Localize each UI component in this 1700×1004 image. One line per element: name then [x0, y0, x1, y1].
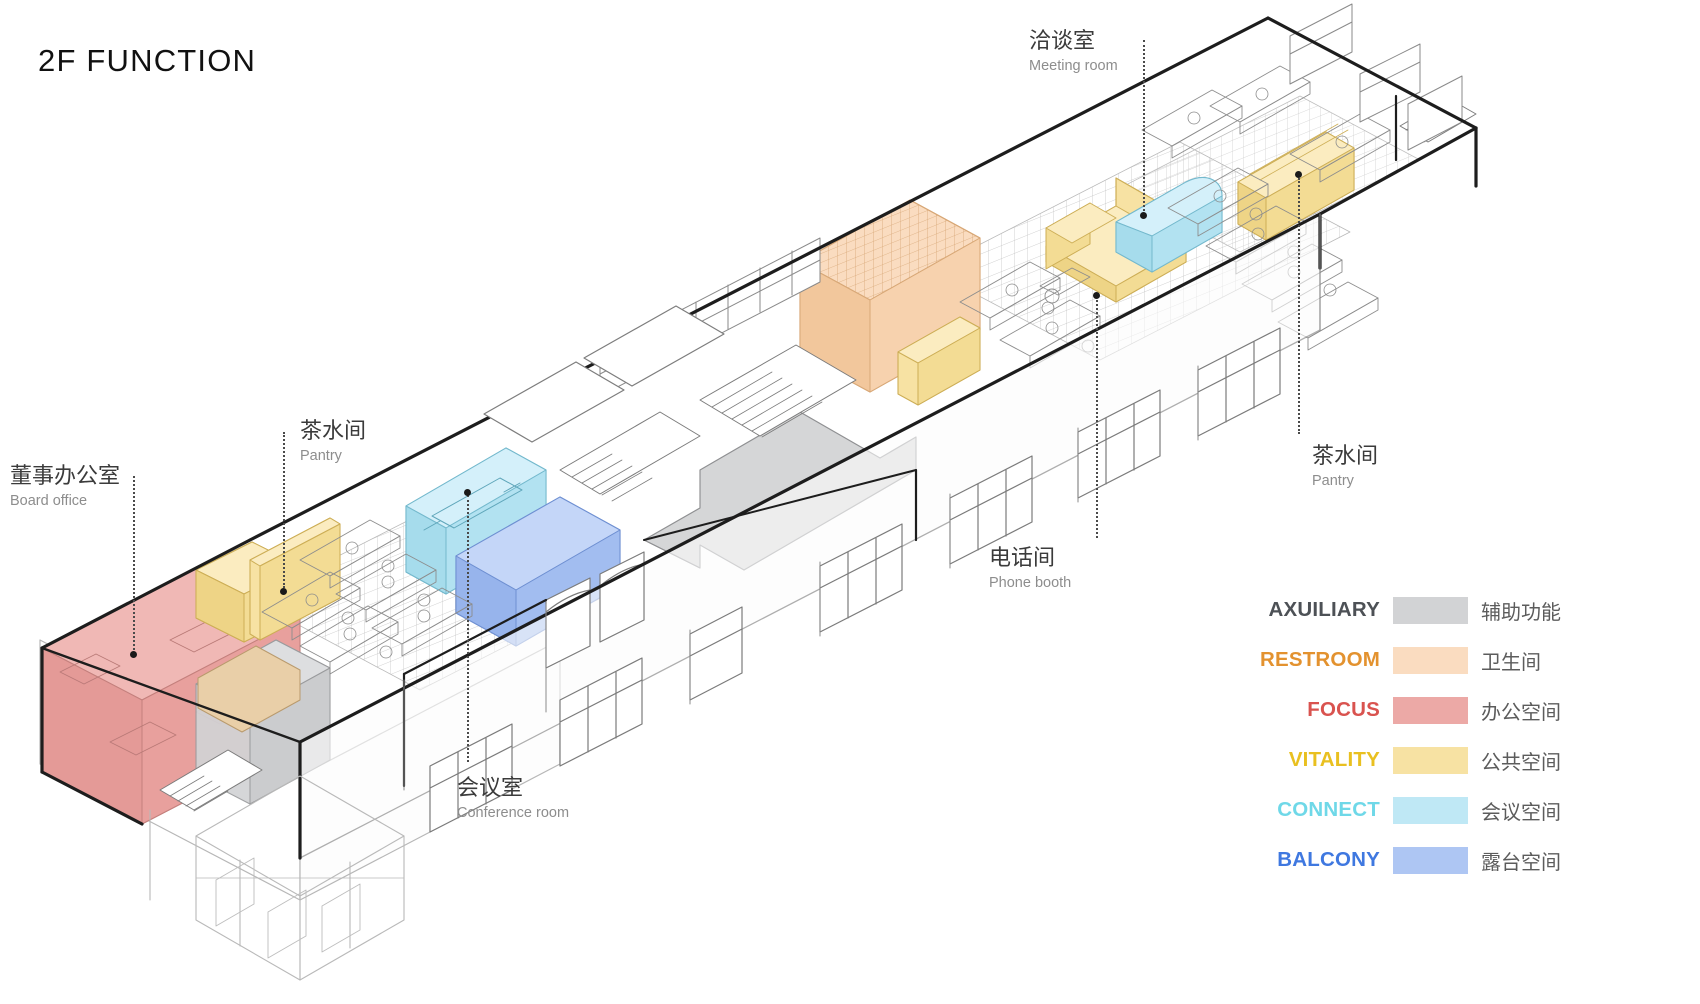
- callout-board-office-cn: 董事办公室: [10, 463, 121, 488]
- callout-pantry-left-cn: 茶水间: [300, 418, 367, 443]
- callout-phone-booth: 电话间 Phone booth: [989, 545, 1071, 593]
- legend-row-connect: CONNECT 会议空间: [1232, 785, 1572, 835]
- callout-pantry-right-en: Pantry: [1312, 473, 1354, 490]
- legend-swatch-vitality: [1393, 746, 1468, 774]
- callout-board-office: 董事办公室 Board office: [10, 463, 120, 511]
- legend-label-connect: CONNECT: [1277, 798, 1380, 821]
- callout-board-office-en: Board office: [10, 493, 88, 510]
- legend-label-vitality: VITALITY: [1288, 748, 1380, 771]
- zone-auxiliary-tan-left: [197, 645, 301, 733]
- legend-label-focus: FOCUS: [1307, 698, 1380, 721]
- heavy-walls: [40, 16, 1478, 860]
- leader-dot-board-office: [130, 651, 137, 658]
- callout-pantry-right-cn: 茶水间: [1312, 443, 1379, 468]
- callout-pantry-left-en: Pantry: [300, 448, 342, 465]
- page-title: 2F FUNCTION: [38, 43, 257, 78]
- legend-cn-auxiliary: 辅助功能: [1481, 601, 1561, 624]
- zone-vitality-counter-left: [249, 517, 341, 641]
- leader-dot-conference-room: [464, 489, 471, 496]
- column-lines: [403, 213, 1321, 791]
- leader-pantry-left: [283, 432, 285, 588]
- legend: AXUILIARY 辅助功能 RESTROOM 卫生间 FOCUS 办公空间 V…: [1232, 585, 1572, 885]
- legend-cn-balcony: 露台空间: [1481, 851, 1561, 874]
- legend-cn-connect: 会议空间: [1481, 801, 1561, 824]
- callout-phone-booth-cn: 电话间: [989, 545, 1056, 570]
- legend-row-focus: FOCUS 办公空间: [1232, 685, 1572, 735]
- legend-cn-focus: 办公空间: [1481, 701, 1561, 724]
- outbuilding-wireframe: [149, 775, 405, 981]
- zone-vitality-left-pod: [1045, 202, 1117, 270]
- legend-row-auxiliary: AXUILIARY 辅助功能: [1232, 585, 1572, 635]
- legend-swatch-balcony: [1393, 846, 1468, 874]
- leader-phone-booth: [1096, 300, 1098, 538]
- leader-dot-pantry-right: [1295, 171, 1302, 178]
- legend-cn-vitality: 公共空间: [1481, 751, 1561, 774]
- legend-row-vitality: VITALITY 公共空间: [1232, 735, 1572, 785]
- stairs-central: [559, 344, 857, 502]
- legend-swatch-restroom: [1393, 646, 1468, 674]
- callout-conference-room-cn: 会议室: [457, 775, 524, 800]
- legend-label-auxiliary: AXUILIARY: [1268, 598, 1380, 621]
- legend-swatch-auxiliary: [1393, 596, 1468, 624]
- callout-conference-room: 会议室 Conference room: [457, 775, 569, 823]
- callout-pantry-left: 茶水间 Pantry: [300, 418, 366, 466]
- callout-pantry-right: 茶水间 Pantry: [1312, 443, 1378, 491]
- leader-board-office: [133, 476, 135, 650]
- facade-windows: [429, 327, 1281, 833]
- callout-meeting-room-en: Meeting room: [1029, 58, 1118, 75]
- callout-phone-booth-en: Phone booth: [989, 575, 1072, 592]
- zone-vitality-counter-mid: [897, 316, 981, 406]
- zone-vitality-pantry-right: [1237, 123, 1355, 241]
- callout-meeting-room: 洽谈室 Meeting room: [1029, 28, 1118, 76]
- legend-label-restroom: RESTROOM: [1259, 648, 1380, 671]
- legend-row-balcony: BALCONY 露台空间: [1232, 835, 1572, 885]
- callout-conference-room-en: Conference room: [457, 805, 570, 822]
- leader-meeting-room: [1143, 40, 1145, 215]
- stairs-lower-left: [159, 749, 263, 812]
- leader-dot-pantry-left: [280, 588, 287, 595]
- outbuilding-windows: [215, 857, 361, 959]
- leader-conference-room: [467, 495, 469, 762]
- legend-cn-restroom: 卫生间: [1481, 651, 1541, 674]
- leader-pantry-right: [1298, 178, 1300, 434]
- legend-swatch-focus: [1393, 696, 1468, 724]
- legend-label-balcony: BALCONY: [1277, 848, 1380, 871]
- roof-planes: [483, 305, 725, 443]
- legend-row-restroom: RESTROOM 卫生间: [1232, 635, 1572, 685]
- callout-meeting-room-cn: 洽谈室: [1029, 28, 1096, 53]
- leader-dot-meeting-room: [1140, 212, 1147, 219]
- leader-dot-phone-booth: [1093, 292, 1100, 299]
- furniture-linework: [261, 65, 1391, 675]
- legend-swatch-connect: [1393, 796, 1468, 824]
